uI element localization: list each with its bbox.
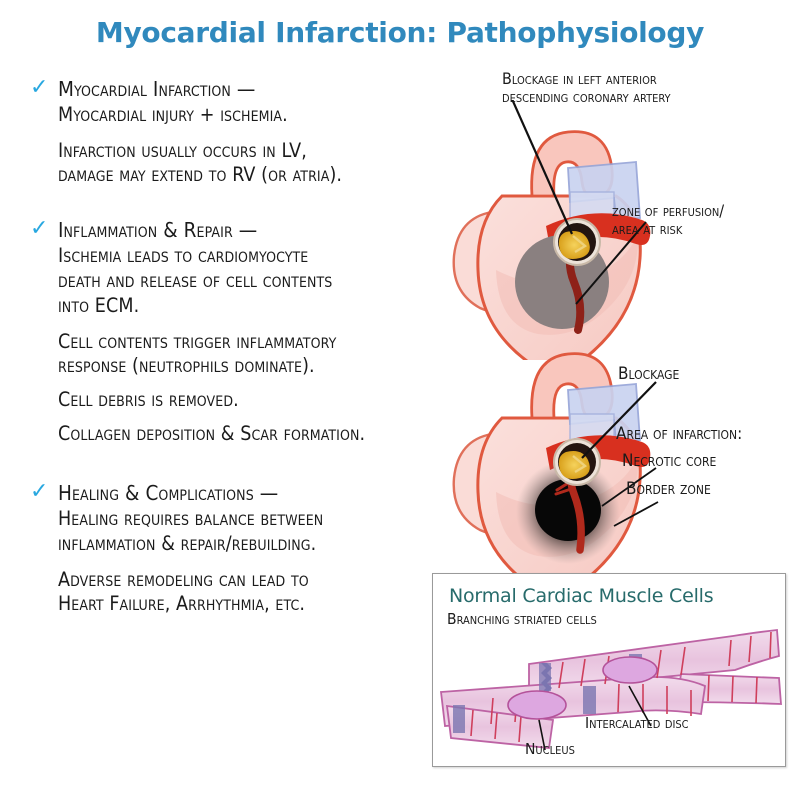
section-paragraph: Collagen deposition & Scar formation.	[58, 422, 366, 445]
page-title: Myocardial Infarction: Pathophysiology	[95, 16, 705, 49]
intercalated-disc-upper	[539, 663, 552, 697]
leader-line-nucleus	[538, 719, 546, 751]
section-subheading: Healing requires balance between inflamm…	[58, 507, 324, 555]
striations-branch	[707, 674, 758, 704]
muscle-fiber-upper	[528, 629, 780, 691]
leader-line-blockage	[511, 100, 574, 235]
section-heading: Myocardial Infarction —	[58, 77, 256, 101]
inset-title: Normal Cardiac Muscle Cells	[449, 585, 714, 607]
plaque-highlight	[572, 455, 588, 474]
intercalated-disc-lower	[583, 686, 596, 714]
leader-line-necrotic-core	[601, 467, 657, 507]
normal-cardiac-muscle-cells-panel: Normal Cardiac Muscle Cells	[432, 573, 786, 767]
nucleus-upper	[602, 656, 658, 684]
bullet-list: ✓ Myocardial Infarction — Myocardial inj…	[30, 76, 430, 634]
label-zone-of-perfusion: zone of perfusion/ area at risk	[612, 201, 725, 238]
bullet-section-myocardial-infarction: ✓ Myocardial Infarction — Myocardial inj…	[30, 76, 430, 187]
label-necrotic-core: Necrotic core	[622, 451, 717, 471]
bullet-section-inflammation-repair: ✓ Inflammation & Repair — Ischemia leads…	[30, 217, 430, 446]
plaque-shape	[558, 231, 590, 259]
label-blockage: Blockage	[618, 364, 680, 384]
cardiac-muscle-cell-illustration	[439, 629, 782, 751]
label-border-zone: Border zone	[626, 479, 711, 499]
section-heading: Inflammation & Repair —	[58, 218, 258, 242]
section-subheading: Myocardial injury + ischemia.	[58, 103, 288, 126]
label-area-of-infarction: Area of infarction:	[616, 424, 743, 444]
nucleus-lower	[507, 690, 567, 720]
plaque-highlight	[572, 235, 588, 254]
label-nucleus: Nucleus	[525, 740, 575, 758]
section-paragraph: Cell debris is removed.	[58, 388, 239, 411]
leader-line-intercalated-disc	[628, 685, 652, 727]
intercalated-disc-lower-left	[453, 705, 465, 733]
heart-diagram-perfusion	[452, 100, 651, 360]
leader-line-perfusion-zone	[575, 221, 647, 305]
leader-line-border-zone	[613, 501, 659, 527]
section-paragraph: Cell contents trigger inflammatory respo…	[58, 330, 337, 377]
section-subheading: Ischemia leads to cardiomyocyte death an…	[58, 244, 333, 317]
striations-upper	[558, 631, 772, 689]
section-paragraph: Infarction usually occurs in LV, damage …	[58, 139, 343, 186]
leader-line-blockage	[581, 381, 657, 459]
check-icon: ✓	[30, 216, 49, 241]
necrotic-core-shape	[535, 479, 601, 541]
bullet-section-healing-complications: ✓ Healing & Complications — Healing requ…	[30, 480, 430, 616]
section-heading: Healing & Complications —	[58, 481, 279, 505]
heart-diagram-infarction	[452, 352, 659, 580]
check-icon: ✓	[30, 75, 49, 100]
check-icon: ✓	[30, 479, 49, 504]
label-blockage-lad: Blockage in left anterior descending cor…	[502, 69, 671, 106]
label-intercalated-disc: Intercalated disc	[585, 714, 689, 732]
label-branching-striated-cells: Branching striated cells	[447, 610, 597, 628]
section-paragraph: Adverse remodeling can lead to Heart Fai…	[58, 568, 309, 615]
striations-branch-lower	[470, 709, 522, 743]
